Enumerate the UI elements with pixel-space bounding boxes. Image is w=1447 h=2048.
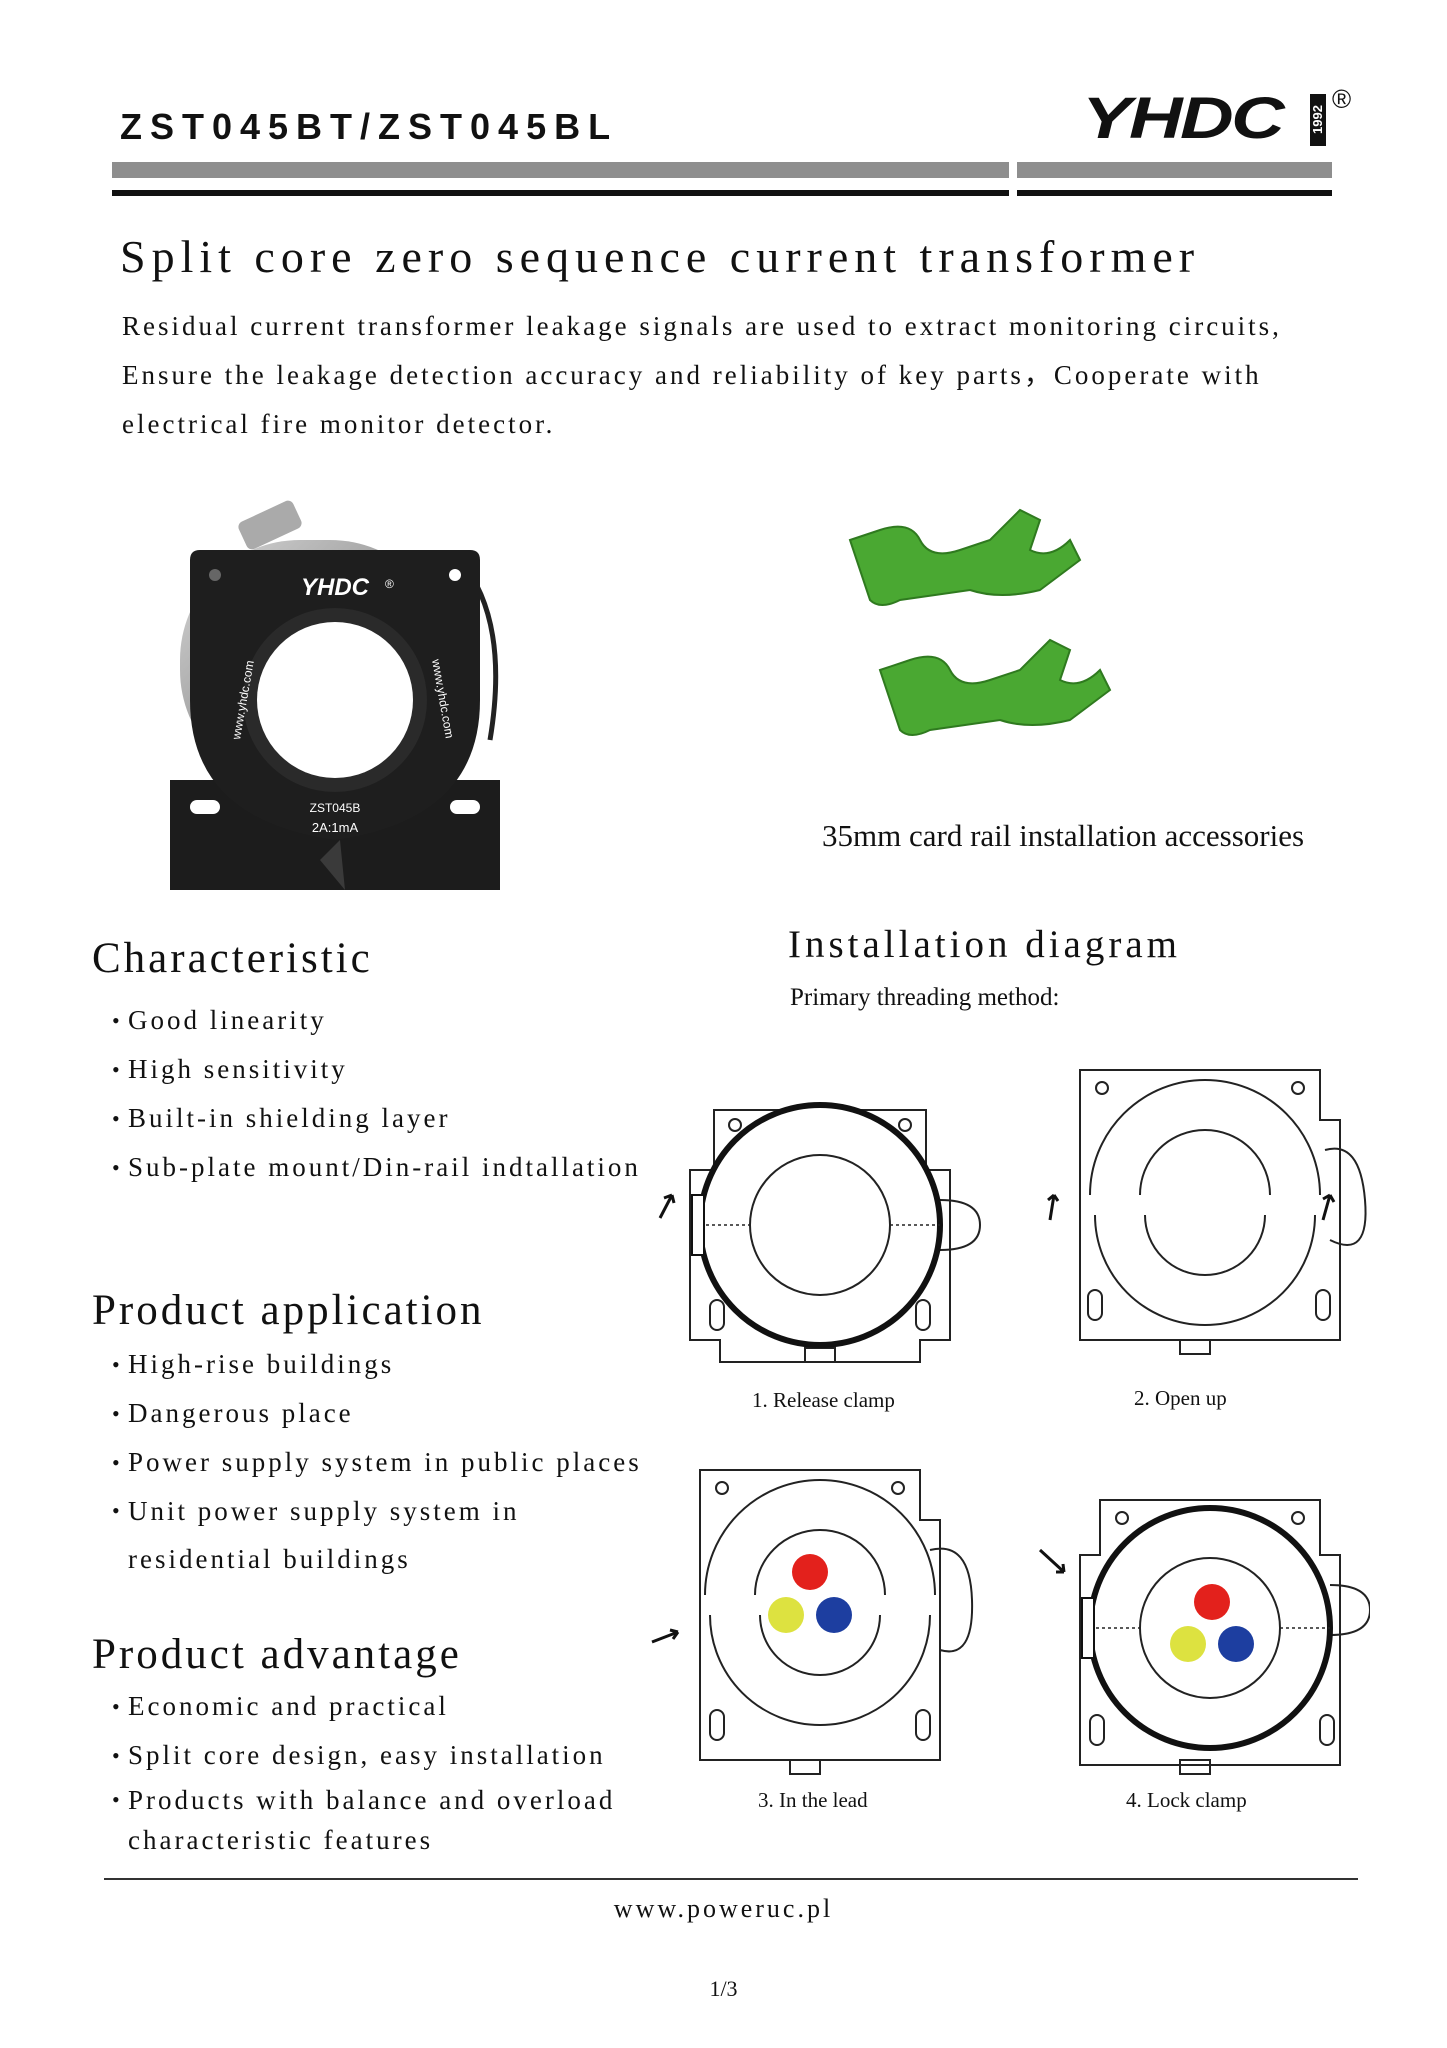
product-photo: YHDC ® www.yhdc.com www.yhdc.com ZST045B… [170,500,500,890]
list-item: Unit power supply system in residential … [112,1487,672,1583]
list-item: Economic and practical [112,1682,672,1731]
list-item: Products with balance and overload chara… [112,1780,672,1860]
header-bar-left [112,162,1009,178]
photo-ratio: 2A:1mA [312,820,359,835]
list-item: Dangerous place [112,1389,672,1438]
logo-year: 1992 [1310,94,1326,146]
footer-website[interactable]: www.poweruc.pl [613,1894,834,1923]
step-1-caption: 1. Release clamp [752,1388,895,1412]
photo-reg: ® [385,577,394,591]
diagram-in-the-lead [651,1469,974,1775]
photo-brand: YHDC [301,574,370,601]
step-3-caption: 3. In the lead [758,1788,868,1812]
logo-text: YHDC [1082,86,1285,151]
din-rail-accessories [848,508,1112,736]
list-item: Good linearity [112,996,641,1045]
characteristic-heading: Characteristic [92,935,373,982]
installation-heading: Installation diagram [788,923,1181,966]
advantage-list: Economic and practical Split core design… [112,1682,672,1860]
diagram-release-clamp [658,1102,982,1363]
header-rule-left [112,190,1009,196]
list-item: Split core design, easy installation [112,1731,672,1780]
application-list: High-rise buildings Dangerous place Powe… [112,1340,672,1583]
intro-paragraph: Residual current transformer leakage sig… [122,311,1282,439]
application-heading: Product application [92,1287,485,1334]
characteristic-list: Good linearity High sensitivity Built-in… [112,996,641,1192]
photo-model: ZST045B [310,801,361,815]
diagram-open-up [1047,1069,1367,1355]
advantage-heading: Product advantage [92,1631,462,1678]
diagram-lock-clamp [1038,1499,1370,1775]
header-rule-right [1017,190,1332,196]
list-item: Built-in shielding layer [112,1094,641,1143]
step-4-caption: 4. Lock clamp [1126,1788,1247,1812]
page-number: 1/3 [709,1976,738,2001]
page-title: Split core zero sequence current transfo… [120,231,1201,282]
list-item: Power supply system in public places [112,1438,672,1487]
yhdc-logo: YHDC 1992 ® [1082,84,1351,151]
list-item: High-rise buildings [112,1340,672,1389]
header-bar-right [1017,162,1332,178]
step-2-caption: 2. Open up [1134,1386,1227,1410]
accessory-caption: 35mm card rail installation accessories [822,818,1305,853]
model-number: ZST045BT/ZST045BL [120,106,619,147]
registered-mark: ® [1332,84,1352,114]
list-item: High sensitivity [112,1045,641,1094]
footer-divider [104,1878,1358,1880]
installation-subheading: Primary threading method: [790,984,1060,1011]
list-item: Sub-plate mount/Din-rail indtallation [112,1143,641,1192]
